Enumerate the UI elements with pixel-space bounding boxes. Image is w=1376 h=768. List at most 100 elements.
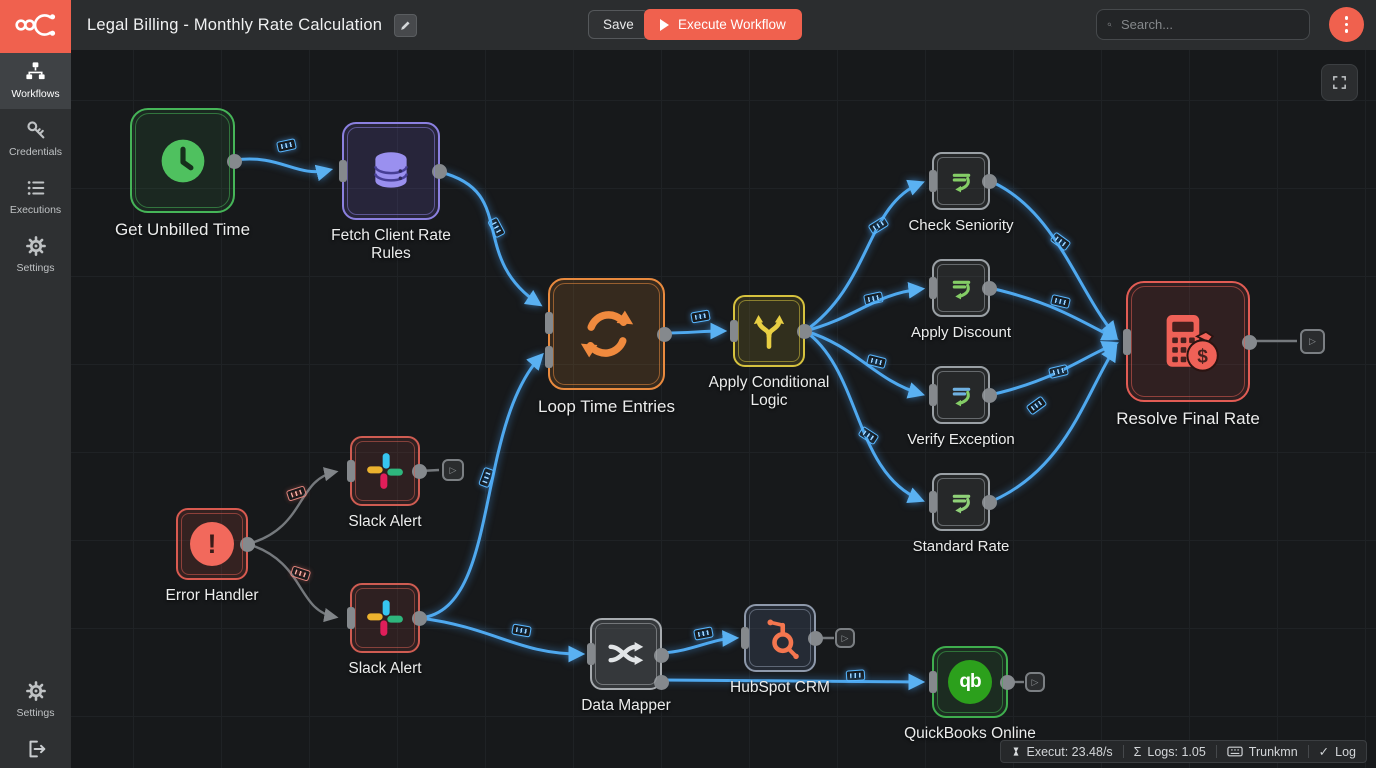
add-node-stub[interactable]: ▷ [1025,672,1045,692]
node-standard-rate[interactable]: Standard Rate [913,473,1009,555]
input-port[interactable] [347,460,355,482]
output-port[interactable] [982,495,997,510]
logout-button[interactable] [0,728,71,768]
edge-datamapper-to-hubspot[interactable] [661,630,740,655]
node-label: Data Mapper [581,697,671,714]
divider [1307,745,1309,758]
sidebar-item-executions[interactable]: Executions [0,167,71,225]
key-icon [26,121,44,139]
kebab-menu-icon [1344,16,1349,20]
node-slack-alert-1[interactable]: Slack Alert [347,436,427,530]
node-verify-exception[interactable]: Verify Exception [907,366,1015,448]
input-port[interactable] [741,627,749,649]
edge-getunbilled-to-fetch[interactable] [234,157,334,182]
output-port[interactable] [797,324,812,339]
edge-loop-to-conditional[interactable] [664,322,728,340]
sidebar-bottom-settings[interactable]: Settings [0,670,71,728]
sidebar-item-settings[interactable]: Settings [0,225,71,283]
divider [1122,745,1124,758]
node-slack-alert-2[interactable]: Slack Alert [347,583,427,677]
output-port[interactable] [808,631,823,646]
stub-arrow-icon: ▷ [1309,336,1316,346]
input-port[interactable] [929,491,937,513]
add-node-stub[interactable]: ▷ [835,628,855,648]
edge-slack2-to-datamapper[interactable] [419,616,586,663]
node-data-mapper[interactable]: Data Mapper [581,618,671,714]
node-get-unbilled-time[interactable]: Get Unbilled Time [115,108,250,239]
edge-slack2-to-loop[interactable] [419,352,544,620]
input-port[interactable] [929,277,937,299]
output-port[interactable] [412,611,427,626]
output-port[interactable] [412,464,427,479]
node-hubspot-crm[interactable]: HubSpot CRM [730,604,830,696]
input-port[interactable] [929,384,937,406]
input-port[interactable] [545,346,553,368]
output-port[interactable] [982,281,997,296]
edge-conditional-to-checkseniority[interactable] [804,179,925,333]
edge-conditional-to-standardrate[interactable] [804,329,925,504]
edge-standardrate-to-resolve[interactable] [989,344,1118,504]
add-node-stub[interactable]: ▷ [442,459,464,481]
node-loop-time-entries[interactable]: Loop Time Entries [538,278,675,416]
workflow-canvas[interactable]: Get Unbilled Time Fetch Client Rate Rule… [71,50,1376,768]
edit-title-button[interactable] [394,13,418,37]
edge-error-to-slack-2[interactable] [247,542,339,623]
output-port[interactable] [1242,334,1257,350]
output-port[interactable] [657,327,672,342]
node-label: QuickBooks Online [904,725,1036,742]
input-port[interactable] [545,312,553,334]
input-port[interactable] [929,671,937,693]
output-port[interactable] [432,164,447,179]
input-port[interactable] [339,160,347,182]
output-port[interactable] [227,153,242,169]
save-button[interactable]: Save [588,10,649,39]
user-menu-button[interactable] [1329,7,1364,42]
sigma-icon: Σ [1133,744,1142,759]
edge-layer [234,157,1297,691]
output-port[interactable] [982,174,997,189]
play-icon [660,18,669,31]
edge-error-to-slack-1[interactable] [247,467,339,546]
n8n-logo-icon [14,14,55,36]
sidebar-item-workflows[interactable]: Workflows [0,50,71,109]
input-port[interactable] [929,170,937,192]
sidebar: Workflows Credentials Executions Setting… [0,50,71,768]
output-port[interactable] [982,388,997,403]
output-port[interactable] [654,648,669,663]
input-port[interactable] [587,643,595,665]
slack-icon [367,453,403,489]
node-apply-conditional-logic[interactable]: Apply Conditional Logic [709,295,829,409]
output-port[interactable] [654,675,669,690]
input-port[interactable] [1123,328,1131,355]
search-icon [1107,22,1112,27]
n8n-logo[interactable] [0,0,71,50]
stub-arrow-icon: ▷ [1031,676,1039,687]
node-check-seniority[interactable]: Check Seniority [908,152,1014,234]
sidebar-item-credentials[interactable]: Credentials [0,109,71,167]
edge-conditional-to-verifyexception[interactable] [804,329,926,399]
execution-time: Execut: 23.48/s [1011,745,1113,759]
node-error-handler[interactable]: ! Error Handler [165,508,259,604]
input-port[interactable] [347,607,355,629]
slack-icon [367,600,403,636]
node-quickbooks-online[interactable]: qb QuickBooks Online [904,646,1036,742]
node-label: Error Handler [165,587,259,604]
function-icon [952,173,970,192]
edge-checkseniority-to-resolve[interactable] [989,179,1118,339]
node-label: Apply Discount [910,324,1012,341]
output-port[interactable] [240,537,255,552]
node-apply-discount[interactable]: Apply Discount [911,259,1011,341]
execute-workflow-button[interactable]: Execute Workflow [644,9,802,40]
edge-conditional-to-applydiscount[interactable] [804,281,926,333]
output-port[interactable] [1000,675,1015,690]
search-input[interactable] [1119,16,1299,33]
node-resolve-final-rate[interactable]: $ Resolve Final Rate [1116,281,1260,428]
log-toggle[interactable]: ✓ Log [1319,744,1356,760]
fit-view-button[interactable] [1321,64,1358,101]
node-fetch-client-rate-rules[interactable]: Fetch Client Rate Rules [331,122,451,262]
edge-datamapper-to-quickbooks[interactable] [661,673,926,691]
edge-applydiscount-to-resolve[interactable] [989,286,1119,341]
input-port[interactable] [730,320,738,342]
add-node-stub[interactable]: ▷ [1300,329,1325,354]
